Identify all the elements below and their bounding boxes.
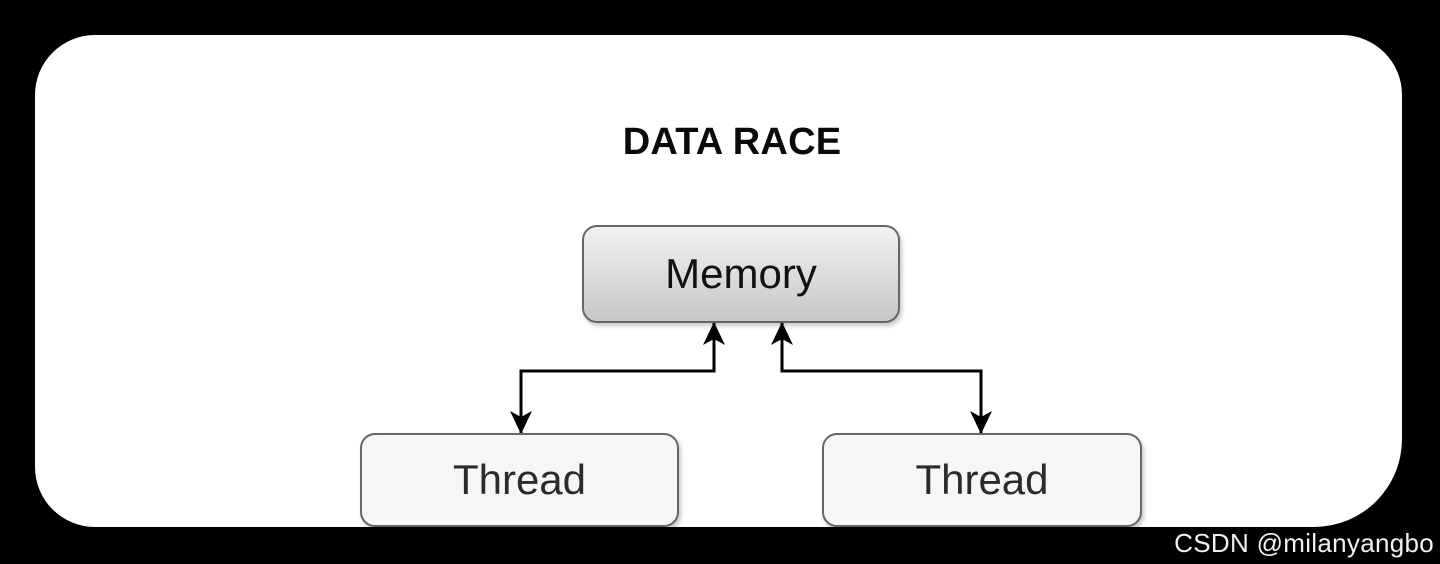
node-thread-right: Thread xyxy=(822,433,1142,527)
connector-thread-left-memory xyxy=(510,322,725,434)
watermark: CSDN @milanyangbo xyxy=(1174,528,1434,558)
node-memory-label: Memory xyxy=(665,250,817,297)
connector-thread-right-memory xyxy=(771,322,992,434)
node-thread-left-label: Thread xyxy=(452,456,587,503)
node-memory: Memory xyxy=(582,225,900,323)
diagram-card: DATA RACE Memory Thread Thread xyxy=(35,35,1402,527)
node-thread-left: Thread xyxy=(360,433,679,527)
diagram-title: DATA RACE xyxy=(622,120,842,163)
node-thread-right-label: Thread xyxy=(915,456,1049,503)
